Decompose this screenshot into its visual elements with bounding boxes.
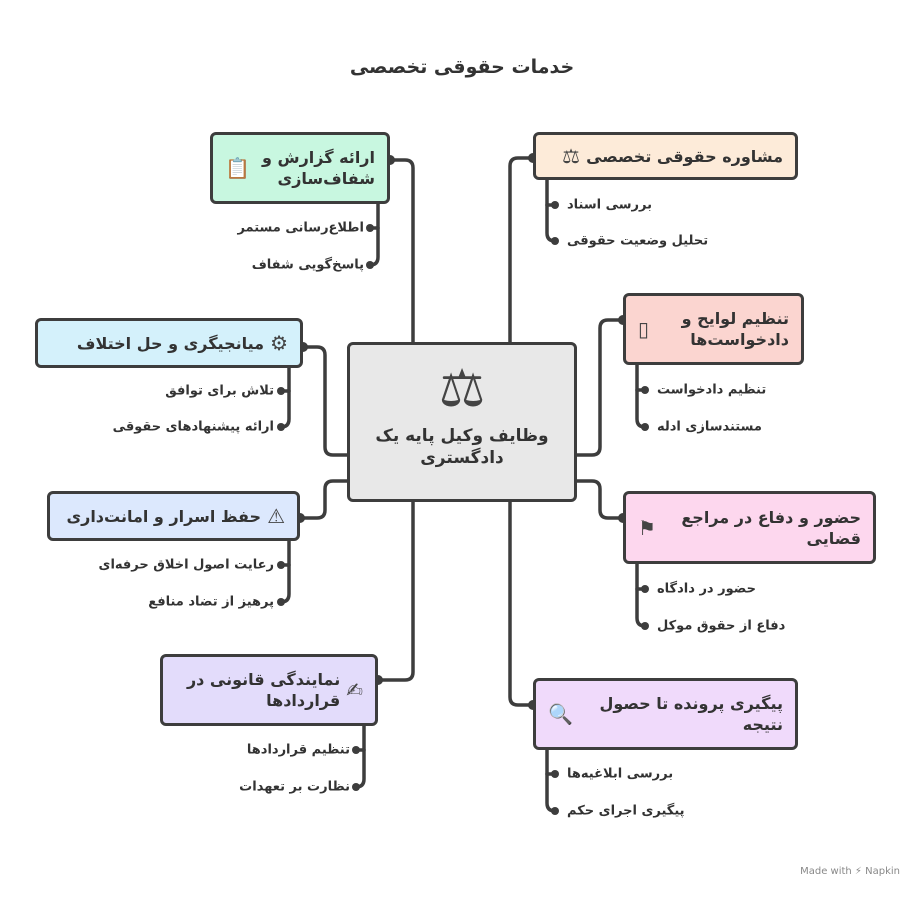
sub-item: مستندسازی ادله	[657, 419, 762, 435]
courtroom-icon: ⚑	[638, 515, 656, 540]
node-confidentiality: حفظ اسرار و امانت‌داری ⚠	[47, 491, 300, 541]
report-chart-icon: 📋	[225, 156, 250, 180]
diagram-title: خدمات حقوقی تخصصی	[349, 56, 575, 78]
central-node-label: وظایف وکیل پایه یک دادگستری	[375, 426, 549, 468]
document-icon: ▯	[638, 317, 650, 341]
node-label: تنظیم لوایح و دادخواست‌ها	[681, 309, 789, 349]
user-warning-icon: ⚠	[267, 504, 285, 528]
scales-pin-icon: ⚖	[562, 144, 581, 168]
napkin-watermark: Made with ⚡ Napkin	[800, 866, 900, 877]
node-court-defense: ⚑ حضور و دفاع در مراجع قضایی	[623, 491, 876, 564]
sub-item: رعایت اصول اخلاق حرفه‌ای	[98, 557, 274, 573]
sub-item: حضور در دادگاه	[657, 581, 756, 597]
sub-item: دفاع از حقوق موکل	[657, 618, 786, 634]
node-label: ارائه گزارش و شفاف‌سازی	[261, 148, 375, 188]
central-node: ⚖ وظایف وکیل پایه یک دادگستری	[347, 342, 577, 502]
node-label: پیگیری پرونده تا حصول نتیجه	[599, 694, 783, 734]
node-label: میانجیگری و حل اختلاف	[76, 333, 265, 353]
node-contracts: نمایندگی قانونی در قراردادها ✍	[160, 654, 378, 726]
node-label: حضور و دفاع در مراجع قضایی	[681, 507, 861, 548]
node-reporting: 📋 ارائه گزارش و شفاف‌سازی	[210, 132, 390, 204]
sub-item: پیگیری اجرای حکم	[567, 803, 685, 819]
node-consulting: ⚖ مشاوره حقوقی تخصصی	[533, 132, 798, 180]
lawyer-scales-icon: ⚖	[438, 359, 486, 419]
node-drafting: ▯ تنظیم لوایح و دادخواست‌ها	[623, 293, 804, 365]
sub-item: بررسی ابلاغیه‌ها	[567, 766, 674, 782]
people-gear-icon: ⚙	[270, 331, 288, 355]
sub-item: تنظیم قراردادها	[246, 742, 350, 758]
node-mediation: میانجیگری و حل اختلاف ⚙	[35, 318, 303, 368]
search-user-icon: 🔍	[548, 702, 573, 726]
sub-item: ارائه پیشنهادهای حقوقی	[112, 419, 274, 435]
node-label: حفظ اسرار و امانت‌داری	[66, 506, 262, 526]
sub-item: تحلیل وضعیت حقوقی	[567, 233, 709, 249]
sub-item: پاسخ‌گویی شفاف	[251, 257, 364, 273]
sub-item: تلاش برای توافق	[165, 383, 274, 399]
node-label: نمایندگی قانونی در قراردادها	[186, 670, 341, 710]
contract-icon: ✍	[346, 678, 363, 702]
sub-item: پرهیز از تضاد منافع	[148, 594, 274, 610]
sub-item: تنظیم دادخواست	[657, 382, 767, 398]
sub-item: اطلاع‌رسانی مستمر	[237, 220, 364, 236]
sub-item: بررسی اسناد	[567, 197, 653, 213]
node-label: مشاوره حقوقی تخصصی	[586, 146, 783, 166]
node-case-followup: 🔍 پیگیری پرونده تا حصول نتیجه	[533, 678, 798, 750]
sub-item: نظارت بر تعهدات	[239, 779, 350, 795]
